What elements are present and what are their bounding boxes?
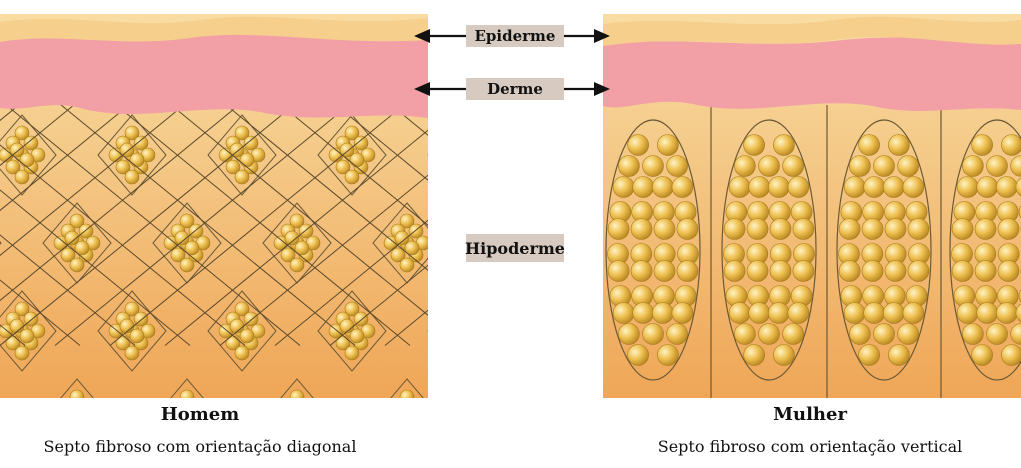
female-dermis [603, 37, 1021, 111]
female-caption-subtitle: Septo fibroso com orientação vertical [610, 437, 1010, 456]
male-dermis [0, 33, 428, 118]
hipoderme-label: Hipoderme [466, 234, 564, 262]
female-skin-cross-section [603, 0, 1021, 398]
epiderme-label: Epiderme [466, 25, 564, 47]
male-skin-cross-section [0, 0, 428, 398]
derme-label: Derme [466, 78, 564, 100]
male-caption-subtitle: Septo fibroso com orientação diagonal [0, 437, 400, 456]
male-caption-title: Homem [0, 404, 400, 425]
female-caption-title: Mulher [610, 404, 1010, 425]
